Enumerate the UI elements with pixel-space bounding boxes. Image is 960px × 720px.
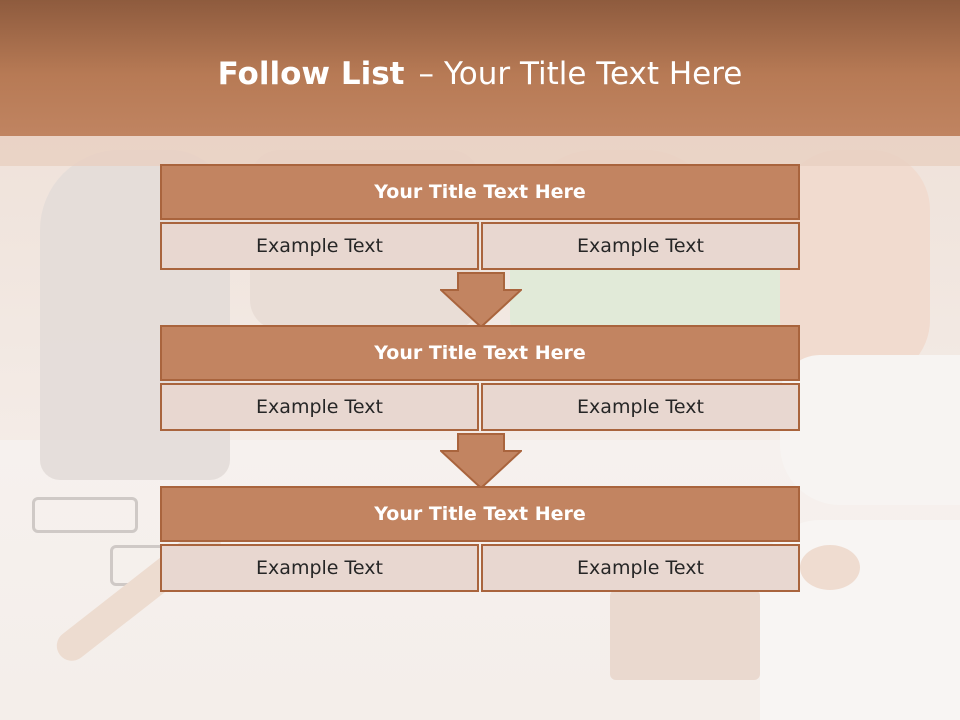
block-cell-left[interactable]: Example Text	[160, 222, 479, 270]
down-arrow-icon	[440, 433, 522, 489]
block-cell-right[interactable]: Example Text	[481, 222, 800, 270]
title-bar-shadow	[0, 136, 960, 166]
egg	[800, 545, 860, 590]
list-block-1: Your Title Text Here Example Text Exampl…	[160, 164, 800, 270]
block-title[interactable]: Your Title Text Here	[160, 325, 800, 381]
down-arrow-icon	[440, 272, 522, 328]
cookie-cutter	[32, 497, 138, 533]
slide-title-dash: –	[418, 56, 434, 92]
block-row: Example Text Example Text	[160, 544, 800, 592]
block-row: Example Text Example Text	[160, 222, 800, 270]
slide-title-bold: Follow List	[217, 56, 405, 92]
baking-tray	[610, 590, 760, 680]
slide-title: Follow List–Your Title Text Here	[0, 56, 960, 92]
block-cell-left[interactable]: Example Text	[160, 383, 479, 431]
list-block-2: Your Title Text Here Example Text Exampl…	[160, 325, 800, 431]
mixing-bowl	[780, 355, 960, 505]
block-row: Example Text Example Text	[160, 383, 800, 431]
block-cell-left[interactable]: Example Text	[160, 544, 479, 592]
block-title[interactable]: Your Title Text Here	[160, 164, 800, 220]
arm-right	[780, 150, 930, 380]
title-bar	[0, 0, 960, 136]
slide-title-rest: Your Title Text Here	[443, 56, 743, 92]
block-cell-right[interactable]: Example Text	[481, 383, 800, 431]
block-cell-right[interactable]: Example Text	[481, 544, 800, 592]
block-title[interactable]: Your Title Text Here	[160, 486, 800, 542]
list-block-3: Your Title Text Here Example Text Exampl…	[160, 486, 800, 592]
